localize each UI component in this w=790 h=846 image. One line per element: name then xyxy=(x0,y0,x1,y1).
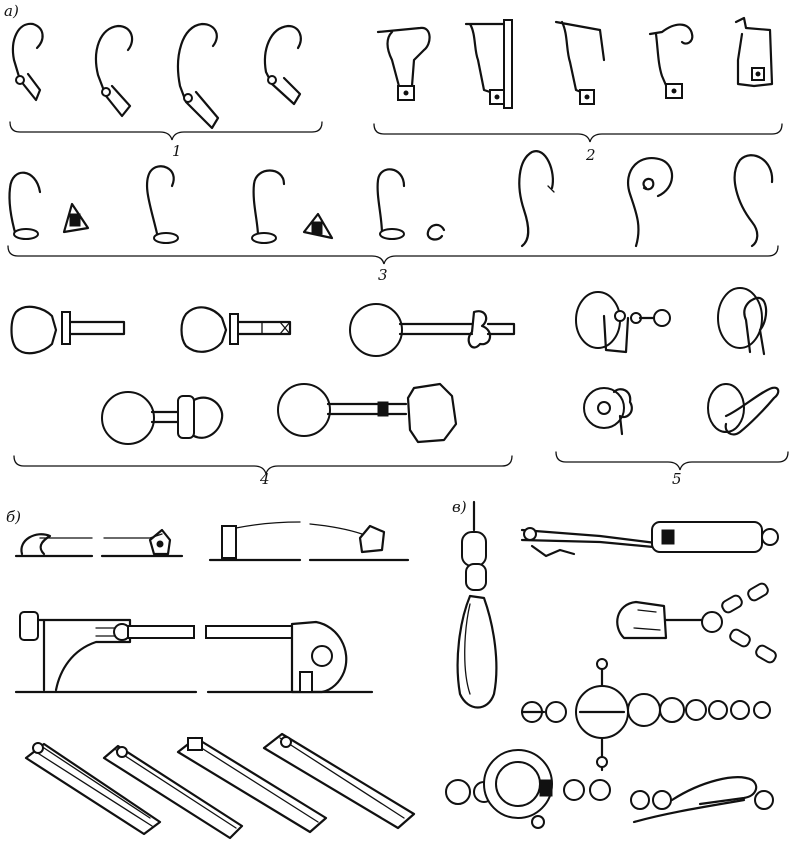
wire-hook-3 xyxy=(251,169,286,244)
small-clasp-lock xyxy=(426,223,446,241)
ball-stud-rosette xyxy=(101,391,224,445)
brace-group-3 xyxy=(7,245,779,265)
group-number-3: 3 xyxy=(378,266,388,284)
bell-stud-2 xyxy=(180,306,292,353)
wire-hook-4 xyxy=(376,168,406,240)
hinged-earring-1 xyxy=(11,22,44,102)
pin-clasp-small-1 xyxy=(14,528,184,558)
clip-earring-4 xyxy=(648,23,694,99)
clip-earring-2 xyxy=(464,19,513,109)
cup-clip-1 xyxy=(575,291,671,354)
section-label-b: б) xyxy=(6,508,21,526)
toggle-clasp-chain xyxy=(520,658,771,772)
s-hook-3 xyxy=(733,154,774,248)
s-hook-1 xyxy=(518,150,555,248)
group-4-stud-backs: 4 xyxy=(10,303,516,488)
pin-clasp-large xyxy=(14,611,374,694)
bell-stud-1 xyxy=(10,305,126,355)
clip-earring-1 xyxy=(376,26,431,101)
lobster-clasp-chain xyxy=(616,582,777,664)
cup-clip-3 xyxy=(583,387,633,436)
brace-group-2 xyxy=(373,123,783,143)
section-label-v: в) xyxy=(452,498,467,516)
pin-clasp-small-2 xyxy=(208,521,410,562)
hinged-earring-3 xyxy=(176,22,220,130)
pin-bars-row xyxy=(24,732,416,840)
brace-group-4 xyxy=(13,455,513,475)
cup-clip-4 xyxy=(707,383,780,436)
group-number-1: 1 xyxy=(172,142,182,160)
brace-group-5 xyxy=(555,451,789,471)
cup-clip-2 xyxy=(717,287,768,356)
group-2-clip-earrings: 2 xyxy=(373,16,783,164)
hinged-earring-4 xyxy=(263,24,302,106)
group-5-cup-clips: 5 xyxy=(555,287,789,488)
fish-hook-clasp xyxy=(630,776,774,824)
group-number-5: 5 xyxy=(672,470,682,488)
brace-group-1 xyxy=(9,121,323,141)
wire-hook-1 xyxy=(8,171,42,240)
triangle-lock-2 xyxy=(302,212,334,240)
group-number-2: 2 xyxy=(585,146,596,164)
spring-hook-clasp xyxy=(456,500,498,709)
section-label-a: а) xyxy=(4,2,19,20)
wire-hook-2 xyxy=(145,165,179,244)
spring-ring-clasp xyxy=(445,749,611,829)
group-3-wire-hooks: 3 xyxy=(7,150,779,284)
ball-stud-octagon xyxy=(277,382,458,444)
bolt-ring-bar xyxy=(520,521,779,558)
ball-stud-1 xyxy=(349,303,516,357)
clip-earring-5 xyxy=(734,16,774,88)
s-hook-2-spiral xyxy=(627,157,674,248)
triangle-lock-1 xyxy=(62,202,90,234)
clip-earring-3 xyxy=(554,20,606,105)
hinged-earring-2 xyxy=(94,24,134,118)
group-1-hinged-earrings: 1 xyxy=(9,22,323,160)
group-number-4: 4 xyxy=(259,470,270,488)
